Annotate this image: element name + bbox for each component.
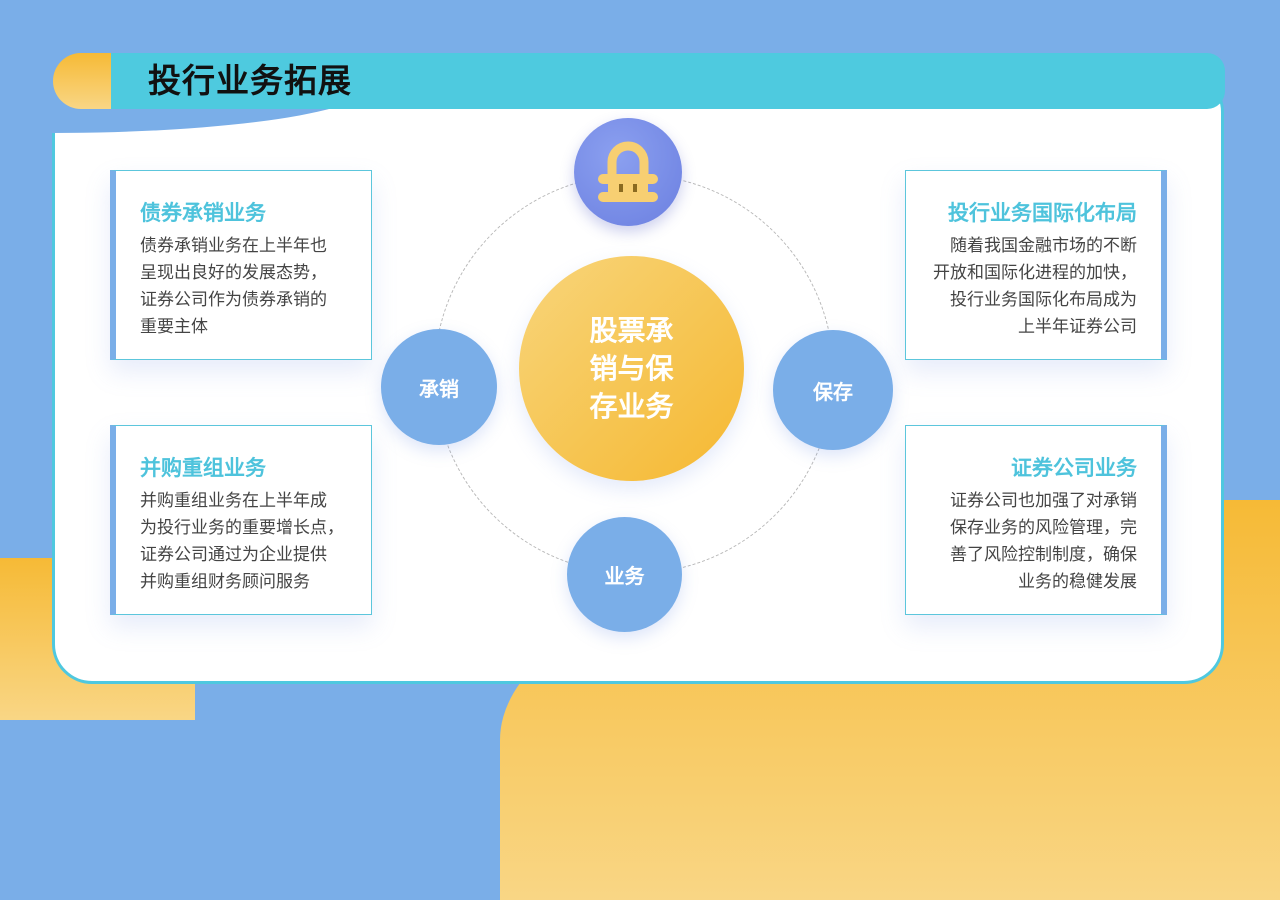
card-body: 证券公司也加强了对承销 保存业务的风险管理，完 善了风险控制制度，确保 业务的稳…	[950, 491, 1137, 592]
lock-icon	[598, 141, 658, 202]
page-title: 投行业务拓展	[148, 61, 352, 100]
card-securities-company: 证券公司业务 证券公司也加强了对承销 保存业务的风险管理，完 善了风险控制制度，…	[905, 425, 1167, 615]
card-title: 证券公司业务	[1011, 456, 1137, 480]
card-bond-underwriting: 债券承销业务 债券承销业务在上半年也 呈现出良好的发展态势， 证券公司作为债券承…	[110, 170, 372, 360]
center-circle: 股票承 销与保 存业务	[519, 256, 744, 481]
card-title: 债券承销业务	[140, 201, 266, 225]
node-sponsorship: 保存	[773, 330, 893, 450]
card-international: 投行业务国际化布局 随着我国金融市场的不断 开放和国际化进程的加快， 投行业务国…	[905, 170, 1167, 360]
lock-icon-node	[574, 118, 682, 226]
node-business: 业务	[567, 517, 682, 632]
card-body: 随着我国金融市场的不断 开放和国际化进程的加快， 投行业务国际化布局成为 上半年…	[933, 236, 1137, 337]
header-bar	[110, 53, 1225, 109]
card-title: 投行业务国际化布局	[948, 201, 1137, 225]
card-body: 并购重组业务在上半年成 为投行业务的重要增长点， 证券公司通过为企业提供 并购重…	[140, 491, 344, 592]
header-pill-decor	[53, 53, 111, 109]
card-body: 债券承销业务在上半年也 呈现出良好的发展态势， 证券公司作为债券承销的 重要主体	[140, 236, 327, 337]
node-underwriting: 承销	[381, 329, 497, 445]
card-mna: 并购重组业务 并购重组业务在上半年成 为投行业务的重要增长点， 证券公司通过为企…	[110, 425, 372, 615]
card-title: 并购重组业务	[140, 456, 266, 480]
